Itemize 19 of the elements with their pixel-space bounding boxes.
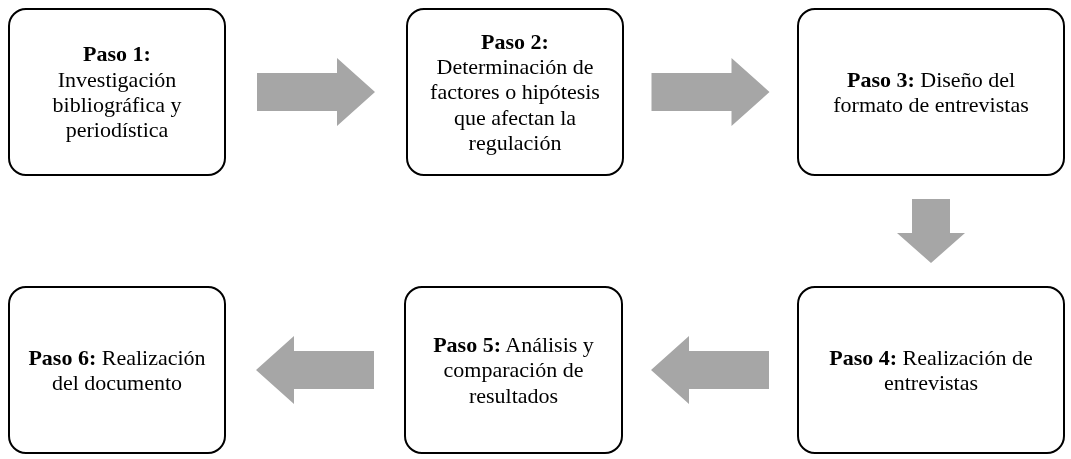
step-heading: Paso 2: <box>481 28 549 55</box>
step-text: Paso 3: Diseño del formato de entrevistas <box>832 66 1030 118</box>
block-arrow <box>651 336 769 404</box>
step-box <box>8 8 226 176</box>
step-box <box>406 8 624 176</box>
step-box <box>404 286 623 454</box>
step-text: Paso 6: Realización del documento <box>27 344 207 396</box>
block-arrow <box>897 199 965 263</box>
step-heading: Paso 1: <box>83 41 151 67</box>
step-text: Paso 5: Análisis y comparación de resultados <box>432 332 595 408</box>
block-arrow <box>651 58 770 126</box>
step-text: Paso 4: Realización de entrevistas <box>828 344 1034 396</box>
block-arrow <box>256 336 374 404</box>
step-box <box>797 286 1065 454</box>
step-text: Determinación de factores o hipótesis que afectan la regulación <box>429 54 601 156</box>
step-text: Investigación bibliográfica y periodística <box>51 66 183 143</box>
block-arrow <box>257 58 375 126</box>
step-box <box>797 8 1065 176</box>
step-box <box>8 286 226 454</box>
